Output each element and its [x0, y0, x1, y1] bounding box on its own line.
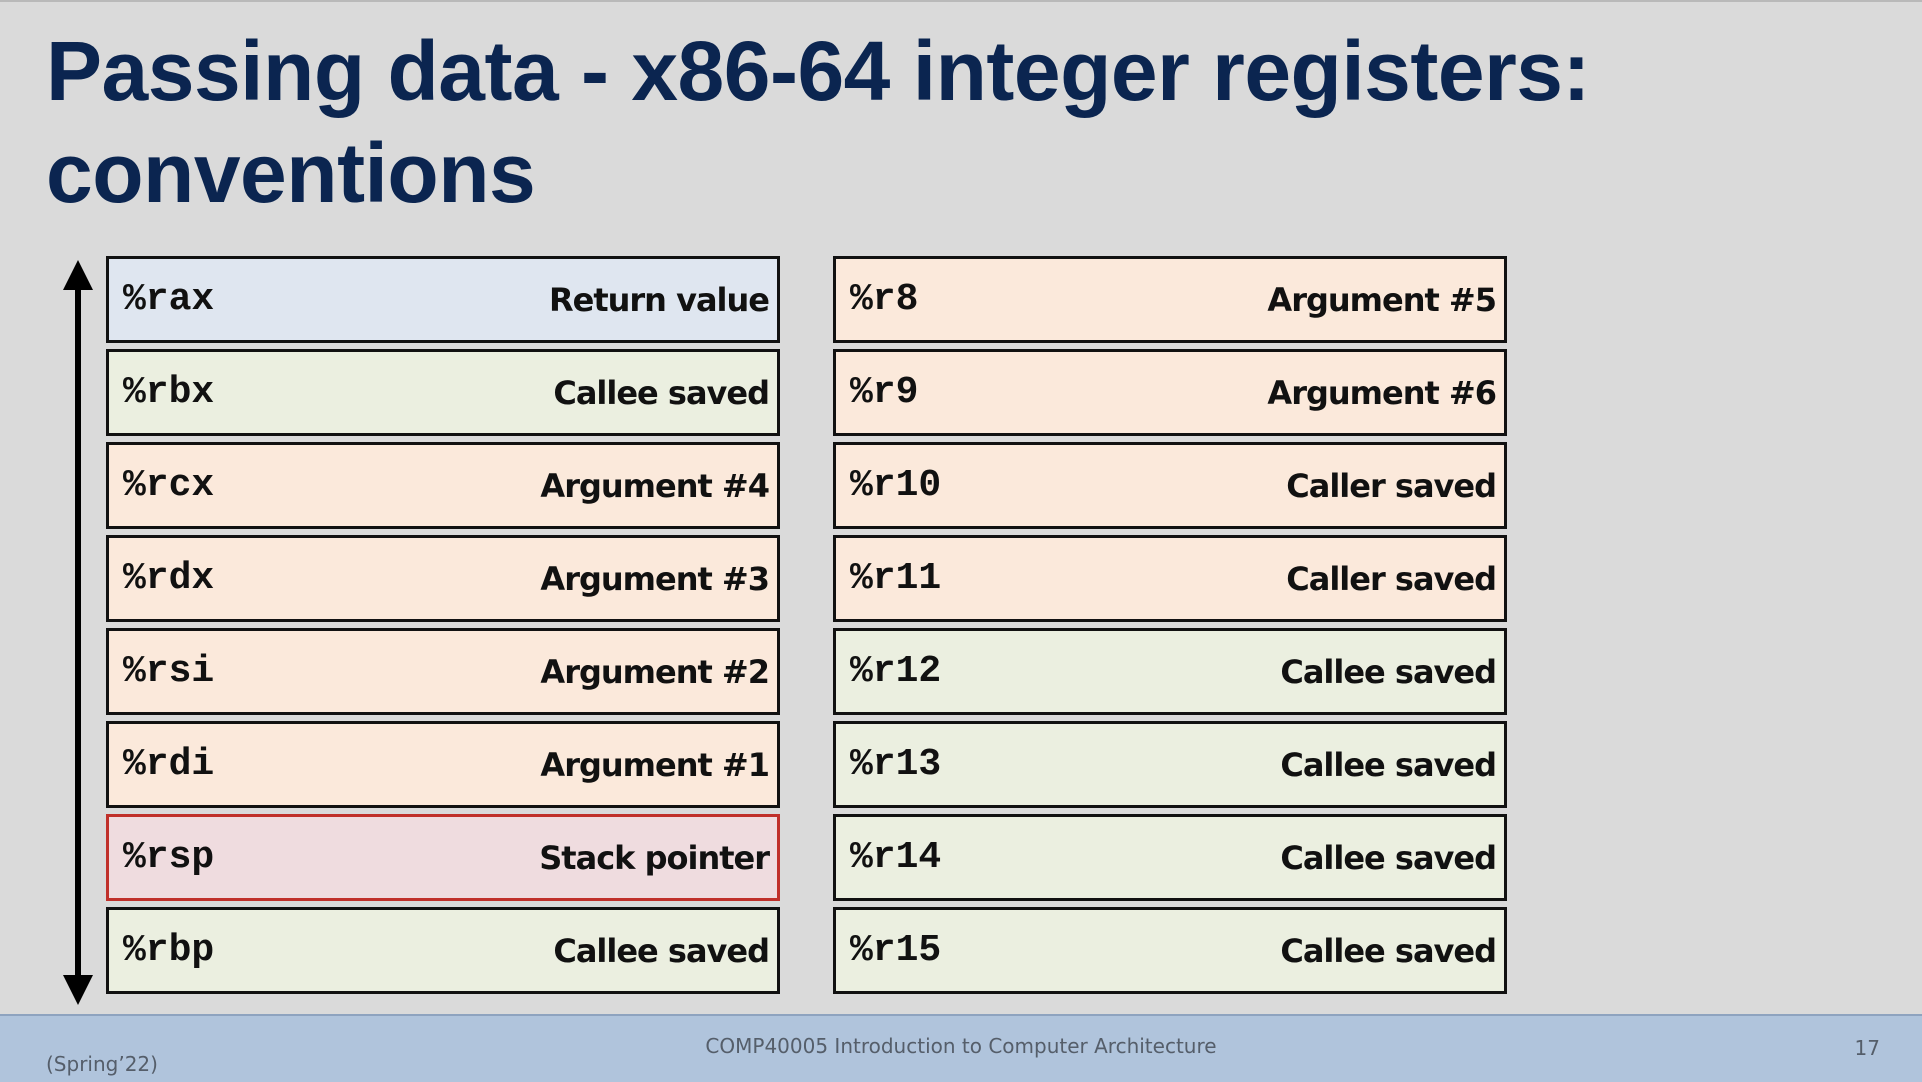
register-name: %rsi — [123, 650, 215, 693]
register-name: %r15 — [850, 929, 942, 972]
register-role: Stack pointer — [539, 838, 770, 877]
slide-footer: COMP40005 Introduction to Computer Archi… — [0, 1014, 1922, 1082]
register-name: %rax — [123, 278, 215, 321]
register-name: %r13 — [850, 743, 942, 786]
register-row-r12: %r12 Callee saved — [833, 628, 1507, 715]
slide-title: Passing data - x86-64 integer registers:… — [46, 24, 1590, 220]
register-name: %r8 — [850, 278, 919, 321]
register-row-rcx: %rcx Argument #4 — [106, 442, 780, 529]
register-name: %rbp — [123, 929, 215, 972]
register-role: Caller saved — [1286, 466, 1497, 505]
register-name: %r11 — [850, 557, 942, 600]
register-row-r9: %r9 Argument #6 — [833, 349, 1507, 436]
register-name: %rdx — [123, 557, 215, 600]
double-arrow-icon — [63, 260, 93, 1005]
footer-term: (Spring’22) — [46, 1052, 158, 1076]
register-name: %rbx — [123, 371, 215, 414]
register-role: Return value — [548, 280, 770, 319]
register-role: Callee saved — [553, 931, 770, 970]
register-name: %r9 — [850, 371, 919, 414]
register-row-rsi: %rsi Argument #2 — [106, 628, 780, 715]
register-row-r15: %r15 Callee saved — [833, 907, 1507, 994]
register-role: Argument #5 — [1267, 280, 1497, 319]
register-row-rsp: %rsp Stack pointer — [106, 814, 780, 901]
register-name: %rcx — [123, 464, 215, 507]
register-role: Callee saved — [1280, 745, 1497, 784]
register-role: Callee saved — [1280, 931, 1497, 970]
register-row-rdx: %rdx Argument #3 — [106, 535, 780, 622]
register-column-left: %rax Return value %rbx Callee saved %rcx… — [106, 256, 780, 1000]
register-row-r8: %r8 Argument #5 — [833, 256, 1507, 343]
register-role: Argument #6 — [1267, 373, 1497, 412]
register-name: %r12 — [850, 650, 942, 693]
register-name: %rsp — [123, 836, 215, 879]
register-role: Callee saved — [1280, 652, 1497, 691]
register-role: Argument #1 — [540, 745, 770, 784]
register-row-r11: %r11 Caller saved — [833, 535, 1507, 622]
register-row-rdi: %rdi Argument #1 — [106, 721, 780, 808]
register-column-right: %r8 Argument #5 %r9 Argument #6 %r10 Cal… — [833, 256, 1507, 1000]
register-name: %rdi — [123, 743, 215, 786]
register-row-rbp: %rbp Callee saved — [106, 907, 780, 994]
register-name: %r14 — [850, 836, 942, 879]
register-row-rax: %rax Return value — [106, 256, 780, 343]
register-name: %r10 — [850, 464, 942, 507]
register-row-rbx: %rbx Callee saved — [106, 349, 780, 436]
top-border-line — [0, 0, 1922, 2]
footer-course-title: COMP40005 Introduction to Computer Archi… — [705, 1034, 1217, 1058]
register-role: Argument #4 — [540, 466, 770, 505]
register-role: Callee saved — [553, 373, 770, 412]
register-row-r13: %r13 Callee saved — [833, 721, 1507, 808]
register-role: Caller saved — [1286, 559, 1497, 598]
page-number: 17 — [1854, 1036, 1880, 1060]
register-row-r14: %r14 Callee saved — [833, 814, 1507, 901]
register-role: Argument #2 — [540, 652, 770, 691]
register-role: Argument #3 — [540, 559, 770, 598]
register-row-r10: %r10 Caller saved — [833, 442, 1507, 529]
register-role: Callee saved — [1280, 838, 1497, 877]
